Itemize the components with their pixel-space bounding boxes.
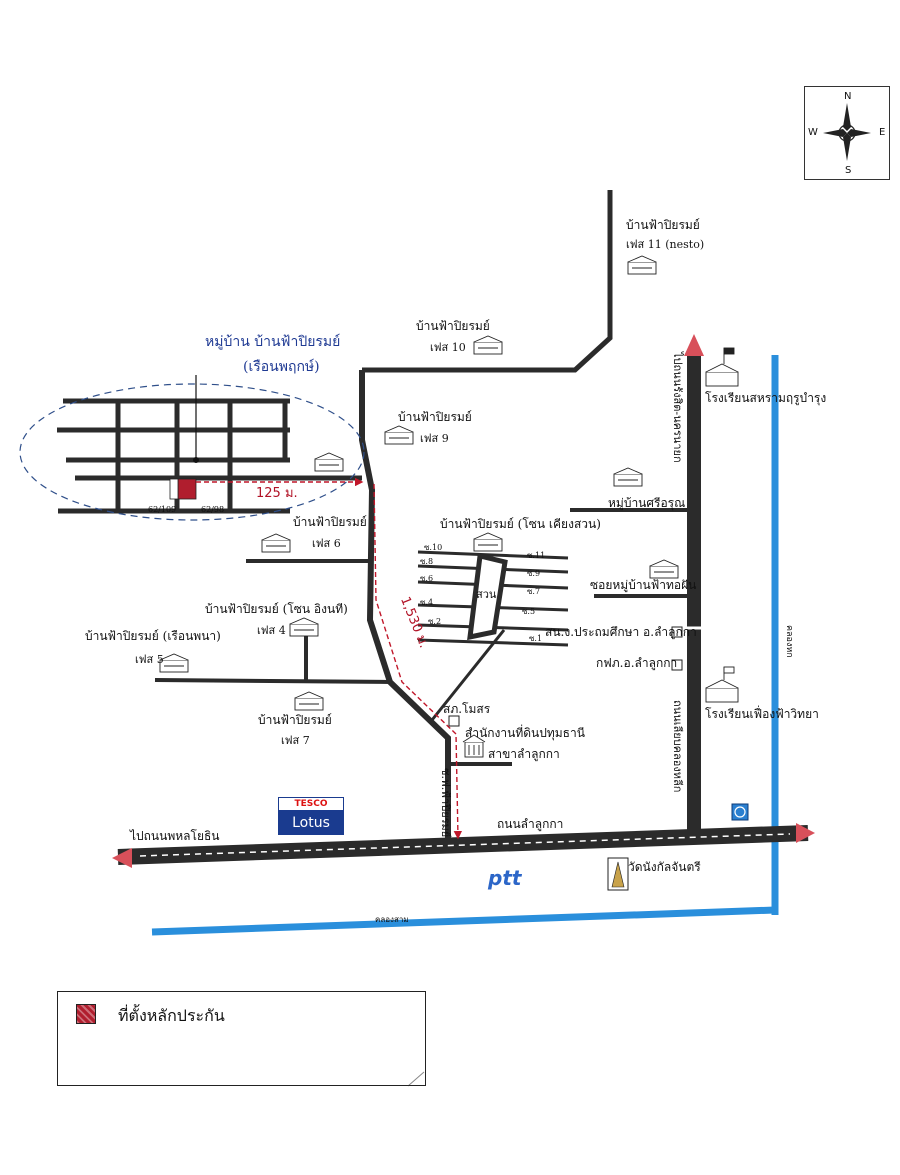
soi-label-11: ซ.11 [527,551,546,560]
compass-rose: N S E W [804,86,890,180]
label-phase4-sub: เฟส 4 [257,624,286,637]
compass-east: E [879,127,886,138]
label-phase9: บ้านฟ้าปิยรมย์ [398,410,472,424]
road-phase10-11 [362,190,613,373]
label-phase5: บ้านฟ้าปิยรมย์ (เรือนพนา) [85,629,221,643]
label-soi-village: ซอยหมู่บ้านฟ้าทอฝัน [590,578,697,592]
land-office-icon [462,734,486,758]
school-icon [705,347,739,703]
road-phase5 [154,678,393,684]
tesco-lotus-logo: TESCO Lotus [278,797,344,835]
collateral-plot [177,478,197,500]
label-land-office: สำนักงานที่ดินปทุมธานี [465,726,585,740]
distance-label-125: 125 ม. [256,486,298,501]
soi-label-8: ซ.8 [420,557,434,566]
soi-label-5: ซ.5 [522,607,536,616]
soi-label-2: ซ.2 [428,617,442,626]
legend-label: ที่ตั้งหลักประกัน [118,1006,225,1025]
compass-icon [823,103,871,161]
lotus-text: Lotus [278,811,344,835]
label-temple: วัดนังกัลจันตรี [628,860,701,874]
label-phase7: บ้านฟ้าปิยรมย์ [258,713,332,727]
label-road-vertical-bottom: ถนนเลียบคลองหลีก [671,700,684,793]
arrow-east-icon [796,823,815,843]
tesco-text: TESCO [278,797,344,811]
plot-label-right: 62/98 [201,505,225,514]
label-road-vertical-top: ไปถนนรังสิต-นครนายก [671,352,684,463]
label-phase11-sub: เฟส 11 (nesto) [626,238,705,251]
label-school-bottom: โรงเรียนเฟื่องฟ้าวิทยา [705,707,819,721]
compass-south: S [845,165,852,176]
canal-bottom [151,906,776,936]
soi-label-1: ซ.1 [529,634,543,643]
label-to-phahon: ไปถนนพหลโยธิน [130,829,220,843]
office-icon [671,626,683,638]
office-icon [671,659,683,671]
label-phase10-sub: เฟส 10 [430,341,466,354]
label-phase7-sub: เฟส 7 [281,734,310,747]
label-kfp-office: กฟภ.อ.ลำลูกกา [596,656,678,670]
plot-label-left: 62/109 [148,505,177,514]
soi-label-6: ซ.6 [420,574,434,583]
road-main-soi [359,370,451,843]
label-phase9-sub: เฟส 9 [420,432,449,445]
label-phase4: บ้านฟ้าปิยรมย์ (โซน อิงนที) [205,602,348,616]
label-land-branch: สาขาลำลูกกา [488,747,560,761]
label-canal-bottom: คลองสาม [375,915,409,924]
label-phase5-sub: เฟส 5 [135,653,164,666]
soi-label-9: ซ.9 [527,569,541,578]
temple-icon [607,857,629,891]
village-roads [57,398,362,514]
soi-label-4: ซ.4 [420,598,434,607]
legend-swatch [76,1004,96,1024]
label-education-office: สน.ง.ประถมศึกษา อ.ลำลูกกา [545,625,697,639]
pencil-mark-icon [407,1071,425,1087]
village-center-dot [193,457,199,463]
label-phase11: บ้านฟ้าปิยรมย์ [626,218,700,232]
house-icons [159,255,679,711]
compass-north: N [844,91,852,102]
soi-label-10: ซ.10 [424,543,443,552]
label-soi-road: ซ.ฟ.ฟ้าปิยรมย์ [439,768,452,838]
route-distance-1530 [373,483,463,840]
soi-label-7: ซ.7 [527,587,541,596]
arrow-north-icon [684,334,704,356]
bank-logo-icon [731,803,749,821]
label-lamlukka-road: ถนนลำลูกกา [497,817,564,831]
road-lamlukka-centerline [139,833,791,857]
park-loop [467,552,508,641]
label-phase6-sub: เฟส 6 [312,537,341,550]
ptt-logo: ptt [488,866,522,890]
label-village-kaewarun: หมู่บ้านศรีอรุณ [608,496,686,510]
legend-box: ที่ตั้งหลักประกัน [57,991,426,1086]
village-subtitle: (เรือนพฤกษ์) [243,359,320,375]
label-police: สภ.โมสร [443,702,491,716]
arrow-west-icon [112,848,132,868]
label-phase10: บ้านฟ้าปิยรมย์ [416,319,490,333]
compass-west: W [808,127,818,138]
label-zone-garden: บ้านฟ้าปิยรมย์ (โซน เคียงสวน) [440,517,601,531]
label-phase6: บ้านฟ้าปิยรมย์ [293,515,367,529]
village-title: หมู่บ้าน บ้านฟ้าปิยรมย์ [205,334,341,350]
label-school-top: โรงเรียนสหรามฤรูบำรุง [705,391,827,405]
village-outline [19,383,365,521]
police-icon [448,715,460,727]
label-canal-right: คลองหก [784,625,794,658]
label-park: สวน [476,588,497,601]
